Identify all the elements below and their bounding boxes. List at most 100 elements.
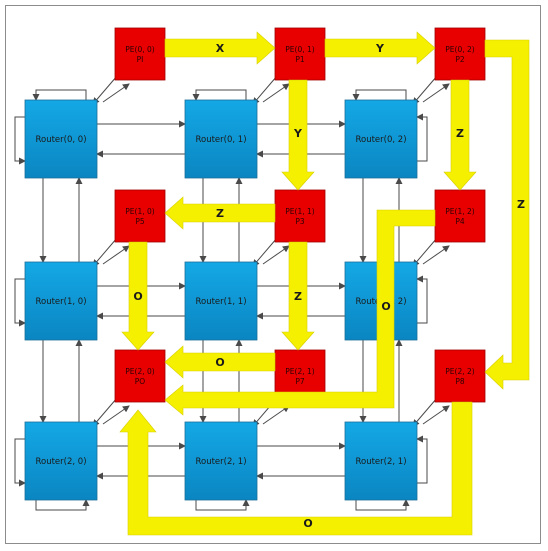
router-box <box>24 99 98 179</box>
pe-pe02: PE(0, 2)P2 <box>434 27 486 81</box>
router-loop-right <box>416 113 428 162</box>
pe-sublabel: P4 <box>455 217 465 226</box>
router-loop-top <box>192 89 247 101</box>
pe-pe11: PE(1, 1)P3 <box>274 189 326 243</box>
pe-pe22: PE(2, 2)P8 <box>434 349 486 403</box>
router-label: Router(2, 1) <box>355 457 406 467</box>
flow-arrow-o-bottom <box>119 401 473 536</box>
pe-pe00: PE(0, 0)PI <box>114 27 166 81</box>
router-pe-link <box>262 83 290 103</box>
pe-pe20: PE(2, 0)PO <box>114 349 166 403</box>
pe-pe01: PE(0, 1)P1 <box>274 27 326 81</box>
pe-label: PE(1, 2) <box>445 207 474 216</box>
routers-layer: Router(0, 0)Router(0, 1)Router(0, 2)Rout… <box>24 99 418 501</box>
flow-arrow-z-right <box>443 79 477 191</box>
router-box <box>184 99 258 179</box>
pe-box <box>114 349 166 403</box>
flow-label-y-down: Y <box>293 127 303 140</box>
router-pe-link <box>422 405 450 425</box>
flow-label-z-left: Z <box>216 207 224 220</box>
pe-label: PE(2, 0) <box>125 367 154 376</box>
flow-arrow-y-top <box>324 31 436 65</box>
flow-arrow-y-down <box>281 79 315 191</box>
router-label: Router(0, 0) <box>35 135 86 145</box>
flow-arrow-z-down <box>281 241 315 351</box>
router-pe-link <box>102 245 130 265</box>
pe-box <box>274 27 326 81</box>
pe-sublabel: P8 <box>455 377 465 386</box>
pe-sublabel: PI <box>137 55 144 64</box>
flow-arrow-z-outer <box>484 39 530 390</box>
pe-box <box>274 189 326 243</box>
router-box <box>184 421 258 501</box>
flow-arrow-o-mid <box>164 345 276 379</box>
pe-label: PE(0, 0) <box>125 45 154 54</box>
flow-arrow-x <box>164 31 276 65</box>
flow-label-z-down: Z <box>294 290 302 303</box>
pe-router-link <box>92 397 118 427</box>
flow-label-o-mid: O <box>215 356 224 369</box>
pe-router-link <box>412 75 438 105</box>
diagram-frame <box>5 5 541 544</box>
router-box <box>344 99 418 179</box>
flow-label-y-top: Y <box>375 42 385 55</box>
pe-label: PE(1, 1) <box>285 207 314 216</box>
pe-label: PE(0, 1) <box>285 45 314 54</box>
router-loop-top <box>352 89 407 101</box>
pe-pe10: PE(1, 0)P5 <box>114 189 166 243</box>
router-box <box>24 421 98 501</box>
router-loop-left <box>14 116 26 165</box>
router-r20: Router(2, 0) <box>24 421 98 501</box>
router-pe-link <box>102 83 130 103</box>
pe-router-link <box>92 237 118 267</box>
router-r10: Router(1, 0) <box>24 261 98 341</box>
pe-box <box>434 189 486 243</box>
router-loop-right <box>416 435 428 484</box>
router-loop-left <box>14 438 26 487</box>
pe-sublabel: P3 <box>295 217 305 226</box>
pe-router-link <box>252 237 278 267</box>
pe-box <box>434 349 486 403</box>
flow-label-o-bottom: O <box>303 517 312 530</box>
pe-label: PE(2, 2) <box>445 367 474 376</box>
pe-router-link <box>412 237 438 267</box>
router-pe-link <box>422 245 450 265</box>
router-loop-bottom <box>195 499 250 511</box>
pe-router-link <box>92 75 118 105</box>
router-loop-bottom <box>35 499 90 511</box>
pe-sublabel: P5 <box>135 217 145 226</box>
pe-router-link <box>252 75 278 105</box>
router-r02: Router(0, 2) <box>344 99 418 179</box>
router-r21: Router(2, 1) <box>184 421 258 501</box>
pe-sublabel: P7 <box>295 377 305 386</box>
pe-label: PE(0, 2) <box>445 45 474 54</box>
router-r22: Router(2, 1) <box>344 421 418 501</box>
router-pe-link <box>422 83 450 103</box>
pe-label: PE(1, 0) <box>125 207 154 216</box>
pe-sublabel: P1 <box>295 55 305 64</box>
router-loop-bottom <box>355 499 410 511</box>
router-label: Router(0, 2) <box>355 135 406 145</box>
flow-arrow-z-left <box>164 196 276 230</box>
pe-box <box>434 27 486 81</box>
pe-sublabel: PO <box>135 377 146 386</box>
router-r00: Router(0, 0) <box>24 99 98 179</box>
pe-pe12: PE(1, 2)P4 <box>434 189 486 243</box>
router-label: Router(2, 0) <box>35 457 86 467</box>
router-box <box>344 421 418 501</box>
flow-label-o-left-down: O <box>133 290 142 303</box>
pe-router-link <box>412 397 438 427</box>
router-box <box>184 261 258 341</box>
flow-arrow-o-path <box>164 209 436 416</box>
pe-box <box>114 189 166 243</box>
router-loop-top <box>32 89 87 101</box>
router-loop-left <box>14 278 26 327</box>
router-r11: Router(1, 1) <box>184 261 258 341</box>
router-label: Router(2, 1) <box>195 457 246 467</box>
flow-label-z-right: Z <box>456 127 464 140</box>
router-loop-right <box>416 275 428 324</box>
pe-label: PE(2, 1) <box>285 367 314 376</box>
pe-box <box>114 27 166 81</box>
